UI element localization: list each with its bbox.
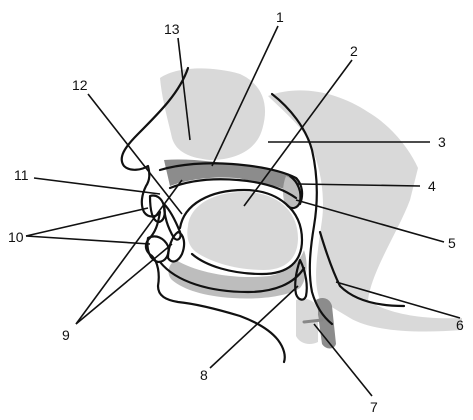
- leader-line-10a: [26, 208, 148, 236]
- label-1: 1: [276, 9, 284, 25]
- leader-line-7: [314, 324, 372, 396]
- label-12: 12: [72, 77, 88, 93]
- nasal-cavity-region: [160, 68, 265, 160]
- label-2: 2: [350, 43, 358, 59]
- label-13: 13: [164, 21, 180, 37]
- label-7: 7: [370, 399, 378, 415]
- upper-teeth-outline: [150, 195, 165, 222]
- label-4: 4: [428, 178, 436, 194]
- label-11: 11: [14, 167, 29, 183]
- label-6: 6: [456, 317, 464, 333]
- label-3: 3: [438, 134, 446, 150]
- lower-incisor-outline: [168, 232, 184, 261]
- vocal-cord-mark: [304, 320, 322, 322]
- leader-line-9a: [76, 180, 182, 324]
- label-9: 9: [62, 327, 70, 343]
- leader-line-11: [34, 178, 160, 194]
- label-10: 10: [8, 229, 24, 245]
- tongue-region: [187, 192, 298, 270]
- label-5: 5: [448, 235, 456, 251]
- label-8: 8: [200, 367, 208, 383]
- leader-line-10b: [26, 236, 150, 244]
